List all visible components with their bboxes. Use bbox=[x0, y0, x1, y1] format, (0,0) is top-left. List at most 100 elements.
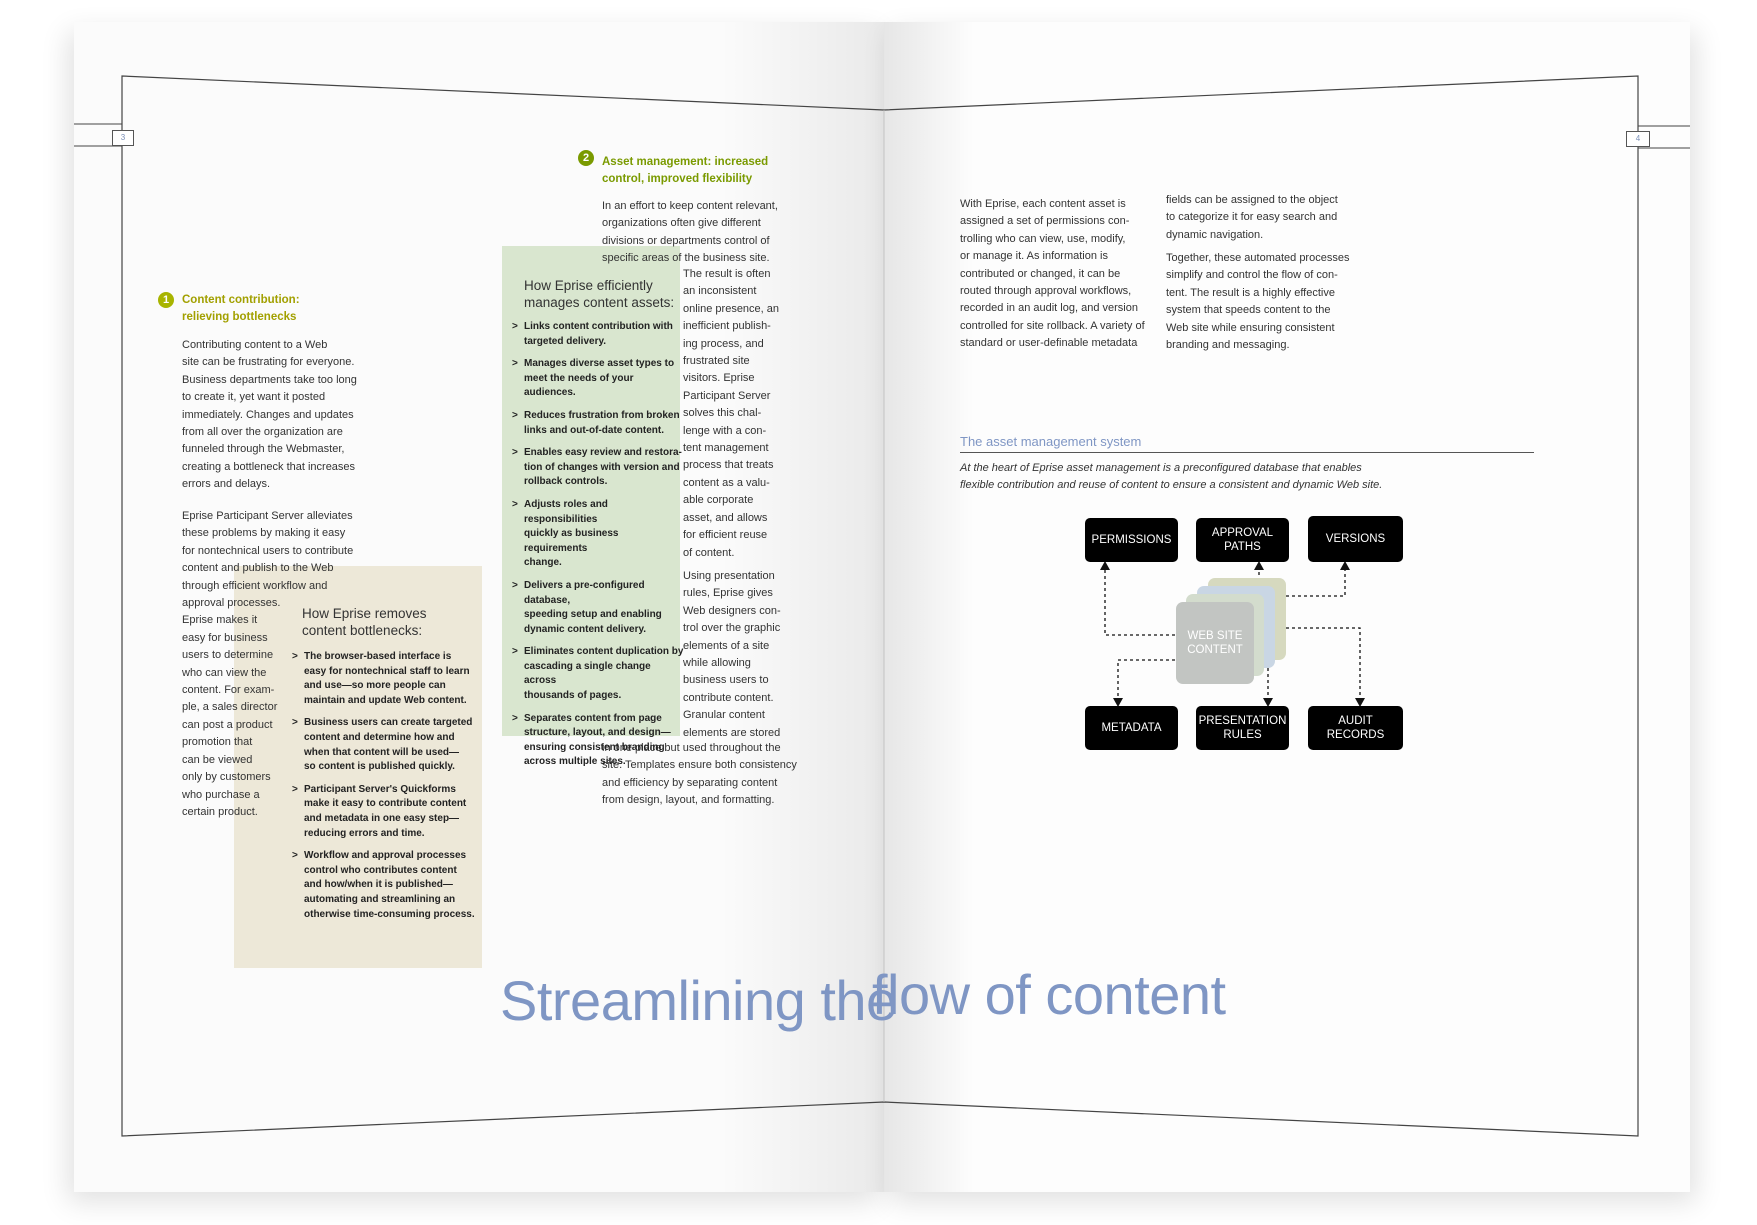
text-line: easy for business bbox=[182, 631, 268, 644]
page-title-part1: Streamlining the bbox=[500, 969, 897, 1032]
text-line: trol over the graphic bbox=[683, 622, 781, 635]
permissions-box: PERMISSIONS bbox=[1085, 518, 1178, 562]
approval-line2: PATHS bbox=[1224, 541, 1261, 553]
bullet-item: Links content contribution withtargeted … bbox=[512, 320, 684, 349]
system-title-rule bbox=[960, 452, 1534, 453]
page-number-left: 3 bbox=[112, 130, 134, 146]
page-title-part2: flow of content bbox=[872, 963, 1226, 1026]
text-line: an inconsistent bbox=[683, 285, 757, 298]
box1-title: How Eprise removes content bottlenecks: bbox=[302, 605, 427, 639]
section1-heading-line2: relieving bottlenecks bbox=[182, 311, 297, 323]
approval-line1: APPROVAL bbox=[1211, 527, 1274, 539]
approval-paths-box: APPROVAL PATHS bbox=[1196, 518, 1289, 562]
bullet-line: dynamic content delivery. bbox=[524, 623, 647, 635]
text-line: contribute content. bbox=[683, 691, 774, 704]
bullet-line: ensuring consistent branding bbox=[524, 741, 665, 753]
text-line: of content. bbox=[683, 546, 735, 559]
text-line: for efficient reuse bbox=[683, 529, 768, 542]
text-line: promotion that bbox=[182, 736, 253, 749]
text-line: content. For exam- bbox=[182, 684, 275, 697]
text-line: elements of a site bbox=[683, 639, 770, 652]
bullet-line: reducing errors and time. bbox=[304, 827, 425, 839]
text-line: branding and messaging. bbox=[1166, 339, 1290, 352]
text-line: through efficient workflow and bbox=[182, 579, 328, 592]
system-caption-line1: At the heart of Eprise asset management … bbox=[960, 462, 1362, 474]
text-line: fields can be assigned to the object bbox=[1166, 194, 1338, 206]
text-line: who can view the bbox=[182, 666, 267, 679]
text-line: can post a product bbox=[182, 718, 273, 731]
text-line: dynamic navigation. bbox=[1166, 228, 1264, 241]
bullet-line: tion of changes with version and bbox=[524, 461, 680, 473]
bullet-line: speeding setup and enabling bbox=[524, 609, 662, 621]
presentation-line2: RULES bbox=[1223, 729, 1262, 741]
box2-title-line1: How Eprise efficiently bbox=[524, 278, 653, 293]
bullet-line: Workflow and approval processes bbox=[304, 850, 467, 862]
bullet-item: Adjusts roles and responsibilitiesquickl… bbox=[512, 498, 684, 571]
text-line: Business departments take too long bbox=[182, 373, 357, 386]
page-number-right: 4 bbox=[1626, 131, 1650, 147]
text-line: specific areas of the business site. bbox=[602, 252, 770, 265]
bullet-line: maintain and update Web content. bbox=[304, 694, 467, 706]
bullet-line: control who contributes content bbox=[304, 864, 457, 876]
text-line: Using presentation bbox=[683, 570, 775, 582]
section1-heading-line1: Content contribution: bbox=[182, 294, 300, 306]
metadata-box: METADATA bbox=[1085, 706, 1178, 750]
text-line: approval processes. bbox=[182, 597, 281, 610]
bullet-line: rollback controls. bbox=[524, 476, 608, 488]
text-line: Together, these automated processes bbox=[1166, 252, 1350, 264]
text-line: process that treats bbox=[683, 459, 774, 472]
text-line: routed through approval workflows, bbox=[960, 285, 1132, 298]
bullet-item: Delivers a pre-configured database,speed… bbox=[512, 579, 684, 637]
text-line: from all over the organization are bbox=[182, 426, 343, 439]
section2-heading: Asset management: increased control, imp… bbox=[602, 154, 768, 188]
center-label-line2: CONTENT bbox=[1187, 644, 1243, 656]
presentation-line1: PRESENTATION bbox=[1198, 715, 1287, 727]
section-badge-2: 2 bbox=[578, 150, 594, 166]
text-line: simplify and control the flow of con- bbox=[1166, 269, 1338, 282]
text-line: can be viewed bbox=[182, 753, 253, 766]
audit-line2: RECORDS bbox=[1326, 729, 1385, 741]
right-column-2b: Together, these automated processes simpl… bbox=[1166, 250, 1349, 354]
bullet-line: content and determine how and bbox=[304, 731, 455, 743]
text-line: errors and delays. bbox=[182, 478, 271, 491]
bullet-line: automating and streamlining an bbox=[304, 893, 456, 905]
text-line: In an effort to keep content relevant, bbox=[602, 200, 778, 212]
bullet-line: quickly as business requirements bbox=[524, 528, 619, 554]
text-line: users to determine bbox=[182, 649, 274, 662]
bullet-line: Business users can create targeted bbox=[304, 717, 473, 729]
bullet-line: and how/when it is published— bbox=[304, 879, 453, 891]
text-line: only by customers bbox=[182, 771, 271, 784]
text-line: creating a bottleneck that increases bbox=[182, 460, 356, 473]
text-line: trolling who can view, use, modify, bbox=[960, 232, 1126, 245]
text-line: or manage it. As information is bbox=[960, 250, 1108, 263]
text-line: immediately. Changes and updates bbox=[182, 408, 354, 421]
bullet-line: otherwise time-consuming process. bbox=[304, 908, 475, 920]
text-line: funneled through the Webmaster, bbox=[182, 443, 345, 456]
bullet-line: make it easy to contribute content bbox=[304, 798, 467, 810]
text-line: certain product. bbox=[182, 805, 258, 818]
bullet-item: Workflow and approval processes control w… bbox=[292, 849, 482, 922]
text-line: solves this chal- bbox=[683, 407, 762, 420]
audit-line1: AUDIT bbox=[1338, 715, 1373, 727]
text-line: Web site while ensuring consistent bbox=[1166, 321, 1335, 334]
box1-title-line2: content bottlenecks: bbox=[302, 623, 423, 638]
text-line: tent. The result is a highly effective bbox=[1166, 286, 1335, 299]
bullet-line: cascading a single change across bbox=[524, 660, 651, 687]
bullet-line: so content is published quickly. bbox=[304, 761, 455, 773]
text-line: assigned a set of permissions con- bbox=[960, 215, 1130, 228]
section2-heading-line1: Asset management: increased bbox=[602, 156, 769, 168]
text-line: system that speeds content to the bbox=[1166, 304, 1331, 317]
bullet-line: Manages diverse asset types to bbox=[524, 358, 675, 370]
text-line: rules, Eprise gives bbox=[683, 587, 773, 600]
bullet-line: meet the needs of your audiences. bbox=[524, 372, 634, 399]
text-line: Participant Server bbox=[683, 389, 771, 402]
text-line: recorded in an audit log, and version bbox=[960, 302, 1138, 315]
section-badge-1: 1 bbox=[158, 292, 174, 308]
text-line: frustrated site bbox=[683, 355, 750, 368]
